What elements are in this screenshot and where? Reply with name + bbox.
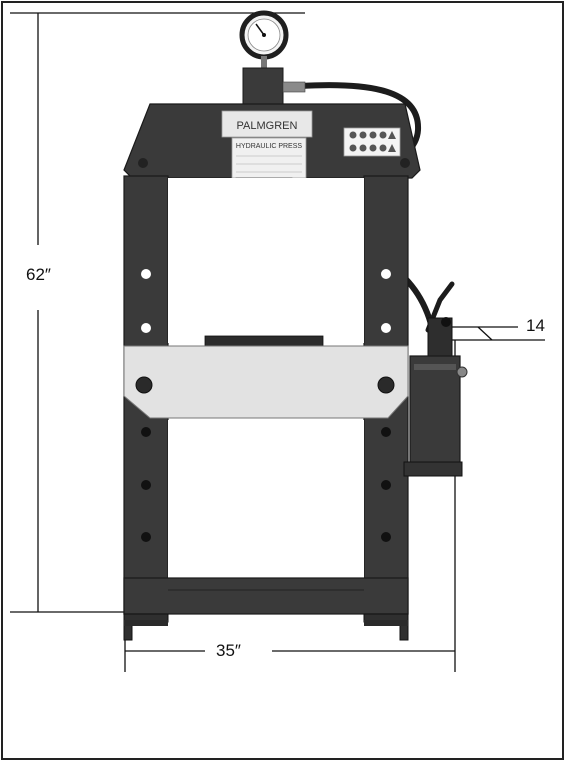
depth-label: 14 [522, 316, 549, 336]
safety-symbols-label [343, 127, 401, 157]
feet [123, 613, 409, 641]
hand-pump [403, 281, 468, 477]
hydraulic-cylinder [242, 67, 306, 107]
bed-plate [123, 345, 409, 419]
nameplate-brand: PALMGREN [237, 120, 298, 132]
width-label: 35″ [212, 641, 245, 661]
pressure-gauge [239, 10, 289, 68]
nameplate-title: HYDRAULIC PRESS [236, 143, 302, 150]
nameplate: PALMGREN HYDRAULIC PRESS [221, 110, 313, 179]
depth-dimension [440, 326, 545, 341]
base-beam [123, 577, 409, 615]
height-label: 62″ [22, 265, 55, 285]
